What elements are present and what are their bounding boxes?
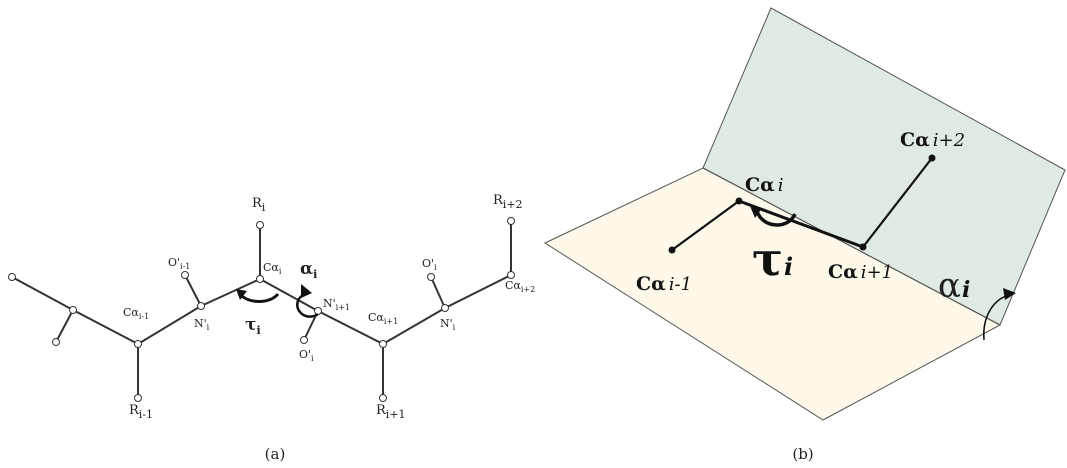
caption-a: (a) — [265, 445, 286, 463]
label-n-i-right: N'i — [440, 317, 456, 332]
panel-a: Ri Cαi αi τi O'i-1 N'i Cαi-1 Ri-1 N'i+1 … — [8, 193, 535, 463]
atom-ca-i — [256, 275, 264, 283]
label-n-i-left: N'i — [194, 317, 210, 332]
atom-n-i-left — [197, 302, 205, 310]
alpha-arrow-icon — [296, 284, 319, 318]
label-b-tau: τi — [752, 232, 793, 286]
atom-r-ip1 — [379, 394, 387, 402]
atom-n-ip1 — [314, 307, 322, 315]
label-o-i-up: O'i — [422, 257, 437, 272]
backbone-bonds — [11, 221, 512, 398]
label-ca-ip2: Cαi+2 — [505, 279, 535, 294]
atom-b-ca-im1 — [668, 246, 676, 254]
atoms — [8, 217, 515, 402]
atom-o-im1 — [181, 271, 189, 279]
label-r-im1: Ri-1 — [129, 403, 153, 421]
caption-b: (b) — [792, 445, 813, 463]
bond-ca-i-ca-im1 — [671, 200, 740, 251]
label-o-im1: O'i-1 — [168, 256, 190, 271]
alpha-arc-icon — [983, 288, 1016, 341]
atom-r-ip2 — [507, 217, 515, 225]
atom-ca-im1 — [134, 340, 142, 348]
atom-terminal — [8, 273, 16, 281]
atom-n-i-right — [441, 304, 449, 312]
label-ca-ip1: Cαi+1 — [368, 311, 398, 326]
atom-r-i — [256, 221, 264, 229]
label-r-ip2: Ri+2 — [493, 193, 523, 211]
tau-arc-icon — [750, 206, 797, 227]
atom-o — [52, 338, 60, 346]
label-ca-i: Cαi — [263, 261, 282, 276]
atom-o-i-up — [427, 273, 435, 281]
label-r-i: Ri — [252, 196, 266, 214]
atom-r-im1 — [134, 394, 142, 402]
atom-n — [69, 306, 77, 314]
label-r-ip1: Ri+1 — [376, 403, 406, 421]
fold-line — [702, 167, 1001, 326]
atom-o-i-low — [300, 336, 308, 344]
tau-arrow-icon — [236, 289, 280, 303]
atom-b-ca-i — [735, 197, 743, 205]
label-tau-i: τi — [245, 315, 261, 337]
atom-ca-ip2 — [507, 271, 515, 279]
label-b-alpha: αi — [938, 266, 970, 306]
label-alpha-i: αi — [300, 259, 317, 281]
label-ca-im1: Cαi-1 — [123, 306, 149, 321]
atom-ca-ip1 — [379, 340, 387, 348]
label-o-i-low: O'i — [299, 348, 314, 363]
label-n-ip1: N'i+1 — [323, 297, 350, 312]
atom-b-ca-ip2 — [928, 154, 936, 162]
bond-ca-ip1-ca-ip2 — [862, 157, 933, 248]
atom-b-ca-ip1 — [859, 243, 867, 251]
